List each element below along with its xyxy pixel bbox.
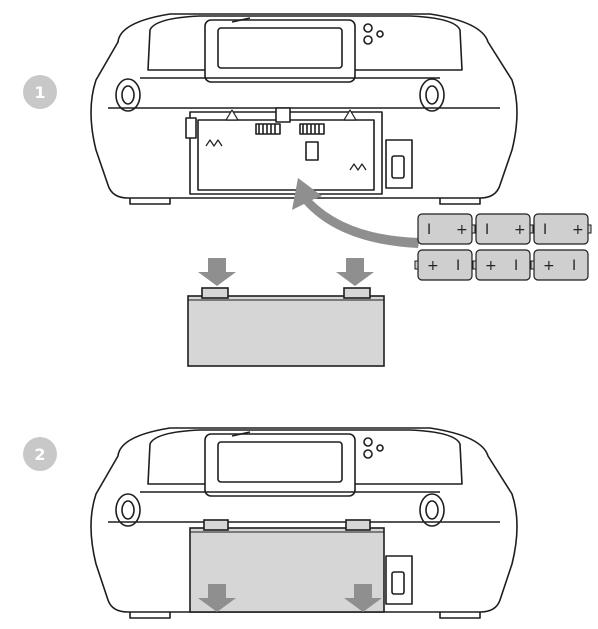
step-2-badge: 2 [23, 437, 57, 471]
slide-arrow-right [344, 584, 382, 612]
battery-right-sign: I [572, 258, 576, 274]
battery-left-sign: + [543, 258, 555, 274]
step-2-number: 2 [34, 445, 45, 464]
step-1-number: 1 [34, 83, 45, 102]
battery-cell: I+ [475, 213, 534, 245]
boombox-back-open [90, 13, 518, 205]
press-arrow-right [336, 258, 374, 286]
insert-direction-arrow [292, 178, 420, 248]
battery-right-sign: I [514, 258, 518, 274]
battery-right-sign: + [514, 222, 526, 238]
battery-left-sign: I [485, 222, 489, 238]
vent-grille [255, 123, 325, 135]
battery-cover [187, 287, 385, 367]
battery-cell: I+ [417, 213, 476, 245]
slide-arrow-left [198, 584, 236, 612]
battery-cell: +I [472, 249, 531, 281]
battery-left-sign: + [427, 258, 439, 274]
battery-right-sign: + [456, 222, 468, 238]
battery-left-sign: I [543, 222, 547, 238]
battery-cell: +I [414, 249, 473, 281]
battery-cell: I+ [533, 213, 592, 245]
step-1-badge: 1 [23, 75, 57, 109]
battery-left-sign: + [485, 258, 497, 274]
press-arrow-left [198, 258, 236, 286]
battery-set: I+I+I++I+I+I [414, 213, 592, 281]
battery-cell: +I [530, 249, 589, 281]
battery-left-sign: I [427, 222, 431, 238]
battery-right-sign: I [456, 258, 460, 274]
battery-right-sign: + [572, 222, 584, 238]
